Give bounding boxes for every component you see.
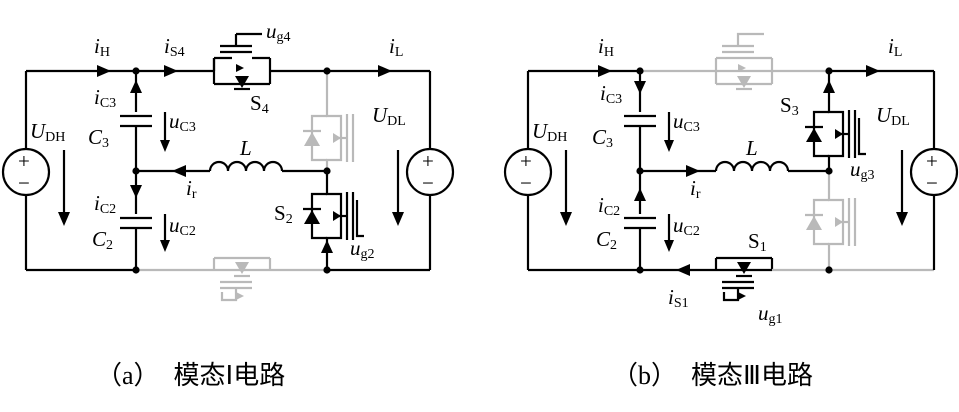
node xyxy=(132,266,140,274)
label-ug4: ug4 xyxy=(266,19,291,45)
label-s1: S1 xyxy=(748,229,767,255)
label-c3: C3 xyxy=(88,125,109,151)
svg-text:−: − xyxy=(422,171,434,195)
s2-current-arrow xyxy=(321,240,333,253)
node xyxy=(132,67,140,75)
label-il: iL xyxy=(389,34,403,60)
label-uc3: uC3 xyxy=(673,109,700,135)
label-ic2: iC2 xyxy=(94,191,116,217)
il-arrow xyxy=(866,65,880,77)
panel-a-circuit: + − xyxy=(1,19,455,302)
caption-b: （b）模态Ⅲ电路 xyxy=(612,361,813,390)
node xyxy=(636,67,644,75)
label-ug1: ug1 xyxy=(758,301,783,327)
switch-s1 xyxy=(714,256,774,302)
svg-text:−: − xyxy=(18,171,30,195)
uc2-arrowhead xyxy=(160,240,170,252)
svg-text:+: + xyxy=(18,149,30,173)
label-udh: UDH xyxy=(532,119,567,145)
panel-b-circuit: + − xyxy=(503,32,959,327)
label-ih: iH xyxy=(598,34,614,60)
svg-text:+: + xyxy=(926,149,938,173)
node xyxy=(636,266,644,274)
label-c2: C2 xyxy=(596,227,617,253)
voltage-source-udl: + − xyxy=(405,147,455,197)
label-ir: ir xyxy=(690,176,701,202)
udl-arrowhead xyxy=(896,212,908,226)
udl-arrowhead xyxy=(392,212,404,226)
ic3-arrow xyxy=(130,80,142,93)
voltage-source-udl: + − xyxy=(909,147,959,197)
label-uc2: uC2 xyxy=(673,213,700,239)
is1-arrow xyxy=(676,264,690,276)
switch-s2-inactive xyxy=(805,184,855,260)
label-ir: ir xyxy=(186,176,197,202)
il-arrow xyxy=(378,65,392,77)
inductor-l xyxy=(714,160,790,172)
udh-arrowhead xyxy=(560,212,572,226)
node xyxy=(825,266,833,274)
node xyxy=(323,67,331,75)
label-ug2: ug2 xyxy=(350,236,375,262)
label-udl: UDL xyxy=(876,103,910,129)
svg-text:−: − xyxy=(926,171,938,195)
label-udl: UDL xyxy=(372,103,406,129)
ic2-arrow xyxy=(634,188,646,201)
label-ih: iH xyxy=(94,34,110,60)
label-ic2: iC2 xyxy=(598,193,620,219)
uc3-arrowhead xyxy=(664,140,674,152)
node xyxy=(323,167,331,175)
uc2-arrowhead xyxy=(664,240,674,252)
label-uc3: uC3 xyxy=(169,109,196,135)
ic2-arrow xyxy=(130,185,142,198)
voltage-source-udh: + − xyxy=(503,147,553,197)
label-ug3: ug3 xyxy=(850,157,875,183)
is4-arrow xyxy=(164,65,178,77)
node xyxy=(825,67,833,75)
svg-text:+: + xyxy=(422,149,434,173)
ic3-arrow xyxy=(634,81,646,94)
s3-current-arrow xyxy=(823,80,835,93)
label-c3: C3 xyxy=(592,125,613,151)
node xyxy=(323,266,331,274)
label-l: L xyxy=(239,136,252,160)
label-udh: UDH xyxy=(30,119,65,145)
ih-arrow xyxy=(598,65,612,77)
udh-arrowhead xyxy=(58,212,70,226)
voltage-source-udh: + − xyxy=(1,147,51,197)
node xyxy=(636,167,644,175)
label-s2: S2 xyxy=(274,201,293,227)
node xyxy=(825,167,833,175)
label-is1: iS1 xyxy=(668,285,689,311)
label-ic3: iC3 xyxy=(94,85,116,111)
label-is4: iS4 xyxy=(164,34,185,60)
s3-gate xyxy=(857,118,866,156)
switch-s3-inactive xyxy=(303,100,353,176)
ir-arrow xyxy=(172,165,186,177)
label-l: L xyxy=(745,136,758,160)
label-il: iL xyxy=(888,34,902,60)
label-s3: S3 xyxy=(780,93,799,119)
s2-gate xyxy=(355,200,364,238)
label-s4: S4 xyxy=(250,91,269,117)
switch-s4 xyxy=(212,32,272,91)
ir-arrow xyxy=(686,165,700,177)
switch-s1-inactive xyxy=(212,256,272,302)
ih-arrow xyxy=(97,65,111,77)
svg-text:+: + xyxy=(520,149,532,173)
switch-s4-inactive xyxy=(714,32,774,91)
svg-text:−: − xyxy=(520,171,532,195)
label-ic3: iC3 xyxy=(600,81,622,107)
node xyxy=(132,167,140,175)
label-c2: C2 xyxy=(92,227,113,253)
inductor-l xyxy=(208,160,284,172)
caption-a: （a）模态Ⅰ电路 xyxy=(96,361,285,390)
uc3-arrowhead xyxy=(160,140,170,152)
label-uc2: uC2 xyxy=(169,213,196,239)
switch-s3 xyxy=(805,96,855,172)
